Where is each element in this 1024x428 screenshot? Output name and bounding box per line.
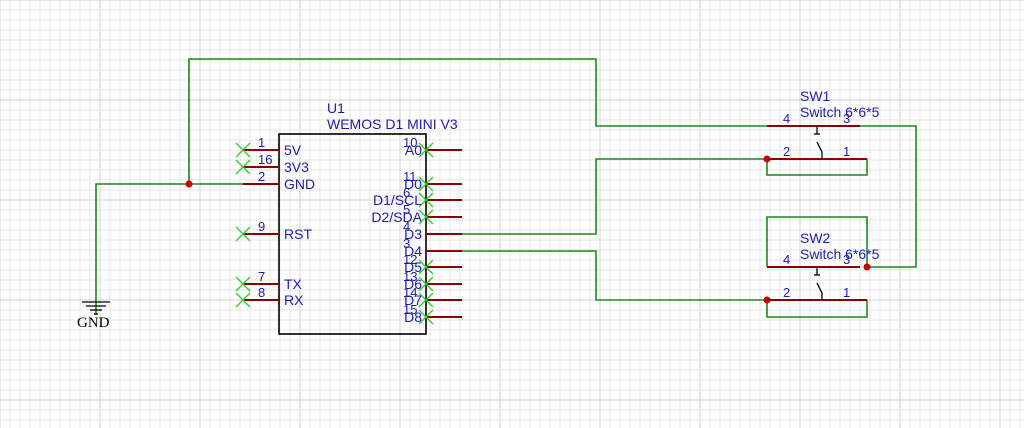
sw1-component[interactable]: SW1 Switch 6*6*5 4 3 2 1 — [767, 88, 880, 160]
pin-name: D6 — [404, 276, 422, 292]
u1-pin-3v3[interactable]: 16 3V3 — [235, 152, 309, 175]
no-connect-icon — [418, 192, 434, 208]
sw1-part-name: Switch 6*6*5 — [800, 104, 880, 120]
sw1-designator: SW1 — [800, 88, 831, 104]
pin-name: A0 — [405, 142, 422, 158]
wire-sw1-loop — [766, 159, 868, 176]
junction-dot-icon — [185, 180, 193, 188]
u1-pin-d4[interactable]: 3D4 — [403, 236, 462, 259]
wire-d3-to-sw1 — [426, 158, 767, 235]
wire-gnd-bus — [95, 183, 261, 315]
pin-name: D3 — [404, 226, 422, 242]
no-connect-icon — [418, 176, 434, 192]
pin-number: 10 — [403, 135, 417, 150]
pin-number: 2 — [258, 169, 265, 184]
pin-number: 14 — [403, 285, 417, 300]
gnd-symbol[interactable]: GND — [77, 301, 110, 331]
pin-name: RST — [284, 226, 312, 242]
pin-name: 3V3 — [284, 159, 309, 175]
sw1-pin1-num: 1 — [843, 144, 850, 159]
junction-dot-icon — [863, 263, 871, 271]
u1-pin-tx[interactable]: 7 TX — [235, 269, 303, 292]
no-connect-icon — [418, 276, 434, 292]
pin-number: 4 — [403, 219, 410, 234]
wires — [95, 58, 917, 318]
pin-name: D2/SDA — [371, 209, 422, 225]
sw1-pin3-num: 3 — [843, 111, 850, 126]
pin-name: TX — [284, 276, 303, 292]
pin-number: 1 — [258, 135, 265, 150]
gnd-symbol-icon — [82, 301, 110, 315]
sw2-pin3-num: 3 — [843, 252, 850, 267]
pin-number: 5 — [403, 202, 410, 217]
pin-number: 6 — [403, 185, 410, 200]
u1-pin-d3[interactable]: 4D3 — [403, 219, 462, 242]
u1-left-pins: 1 5V 16 3V3 2 GND 9 RST 7 TX 8 RX — [235, 135, 315, 308]
no-connect-icon — [235, 159, 251, 175]
pin-name: D7 — [404, 292, 422, 308]
switch-symbol-icon — [814, 267, 823, 300]
pin-number: 15 — [403, 302, 417, 317]
pin-number: 8 — [258, 285, 265, 300]
pin-number: 13 — [403, 269, 417, 284]
u1-pin-5v[interactable]: 1 5V — [235, 135, 302, 158]
pin-number: 7 — [258, 269, 265, 284]
wire-d4-to-sw2 — [426, 250, 767, 301]
no-connect-icon — [235, 142, 251, 158]
wire-sw2-loop-top — [766, 216, 868, 267]
gnd-label: GND — [77, 315, 110, 331]
pin-number: 12 — [403, 252, 417, 267]
u1-pin-rx[interactable]: 8 RX — [235, 285, 304, 308]
u1-pin-d2sda[interactable]: 5D2/SDA — [371, 202, 462, 225]
wire-sw2-loop-bottom — [766, 300, 868, 318]
pin-number: 11 — [403, 169, 417, 184]
no-connect-icon — [235, 276, 251, 292]
no-connect-icon — [418, 259, 434, 275]
pin-name: RX — [284, 292, 304, 308]
pin-name: D1/SCL — [373, 192, 422, 208]
pin-number: 3 — [403, 236, 410, 251]
u1-pin-d1scl[interactable]: 6D1/SCL — [373, 185, 462, 208]
sw1-pin4-num: 4 — [783, 111, 790, 126]
wire-gnd-to-sw-pin4 — [188, 58, 767, 184]
pin-name: GND — [284, 176, 315, 192]
sw2-pin4-num: 4 — [783, 252, 790, 267]
u1-part-name: WEMOS D1 MINI V3 — [327, 116, 458, 132]
sw2-part-name: Switch 6*6*5 — [800, 246, 880, 262]
no-connect-icon — [235, 292, 251, 308]
sw2-component[interactable]: SW2 Switch 6*6*5 4 3 2 1 — [767, 230, 880, 301]
no-connect-icon — [418, 142, 434, 158]
u1-pin-rst[interactable]: 9 RST — [235, 219, 312, 242]
u1-designator: U1 — [327, 100, 345, 116]
pin-number: 16 — [258, 152, 272, 167]
no-connect-icon — [418, 309, 434, 325]
pin-number: 9 — [258, 219, 265, 234]
u1-pin-gnd[interactable]: 2 GND — [243, 169, 315, 192]
no-connect-icon — [418, 292, 434, 308]
sw2-pin2-num: 2 — [783, 285, 790, 300]
wire-sw1-sw2-pin3 — [860, 125, 917, 268]
pin-name: D0 — [404, 176, 422, 192]
switch-symbol-icon — [814, 126, 823, 159]
sw1-pin2-num: 2 — [783, 144, 790, 159]
no-connect-icon — [235, 226, 251, 242]
pin-name: D4 — [404, 243, 422, 259]
no-connect-icon — [418, 209, 434, 225]
sw2-pin1-num: 1 — [843, 285, 850, 300]
pin-name: D5 — [404, 259, 422, 275]
pin-name: D8 — [404, 309, 422, 325]
sw2-designator: SW2 — [800, 230, 831, 246]
pin-name: 5V — [284, 142, 302, 158]
